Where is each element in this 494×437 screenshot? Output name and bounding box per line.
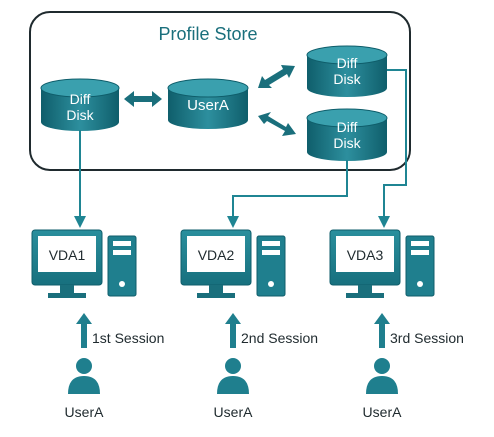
connector-bottom-right-disk-to-vda2: [232, 160, 348, 218]
user-label: UserA: [363, 404, 403, 420]
double-arrow-center-bottom-right: [258, 112, 296, 136]
vda-screen-label: VDA2: [198, 247, 235, 263]
vda-screen-label: VDA1: [49, 247, 86, 263]
connector-arrowheads: [74, 216, 390, 228]
monitor-icon: VDA3: [329, 229, 401, 298]
diff-disk-bottom-right: Diff Disk: [306, 108, 388, 161]
computer-tower-icon: [405, 235, 435, 297]
profile-store-title: Profile Store: [158, 24, 257, 44]
connector-lines: [79, 69, 407, 218]
diff-disk-bottom-right-line2: Disk: [333, 135, 361, 151]
user-icon: [217, 358, 249, 394]
computer-tower-icon: [256, 235, 286, 297]
computer-tower-icon: [107, 235, 137, 297]
monitor-icon: VDA2: [180, 229, 252, 298]
diff-disk-top-right-line2: Disk: [333, 71, 361, 87]
user-label: UserA: [214, 404, 254, 420]
diff-disk-top-right: Diff Disk: [306, 45, 388, 97]
double-arrow-left-center: [124, 91, 162, 107]
session-up-arrow: [225, 313, 241, 348]
double-arrow-center-top-right: [258, 65, 295, 88]
diff-disk-left-line1: Diff: [70, 91, 91, 107]
diff-disk-left: Diff Disk: [40, 78, 120, 131]
connector-top-right-disk-to-vda3: [383, 69, 407, 218]
diff-disk-left-line2: Disk: [66, 107, 94, 123]
user-icon: [366, 358, 398, 394]
user-disk-center: UserA: [167, 78, 249, 129]
session-label: 2nd Session: [241, 330, 318, 346]
user-icon: [68, 358, 100, 394]
vda-screen-label: VDA3: [347, 247, 384, 263]
session-up-arrow: [76, 313, 92, 348]
monitor-icon: VDA1: [31, 229, 103, 298]
session-up-arrow: [374, 313, 390, 348]
diff-disk-top-right-line1: Diff: [337, 55, 358, 71]
diff-disk-bottom-right-line1: Diff: [337, 119, 358, 135]
session-label: 3rd Session: [390, 330, 464, 346]
user-label: UserA: [65, 404, 105, 420]
user-disk-center-label: UserA: [187, 97, 229, 114]
session-label: 1st Session: [92, 330, 164, 346]
